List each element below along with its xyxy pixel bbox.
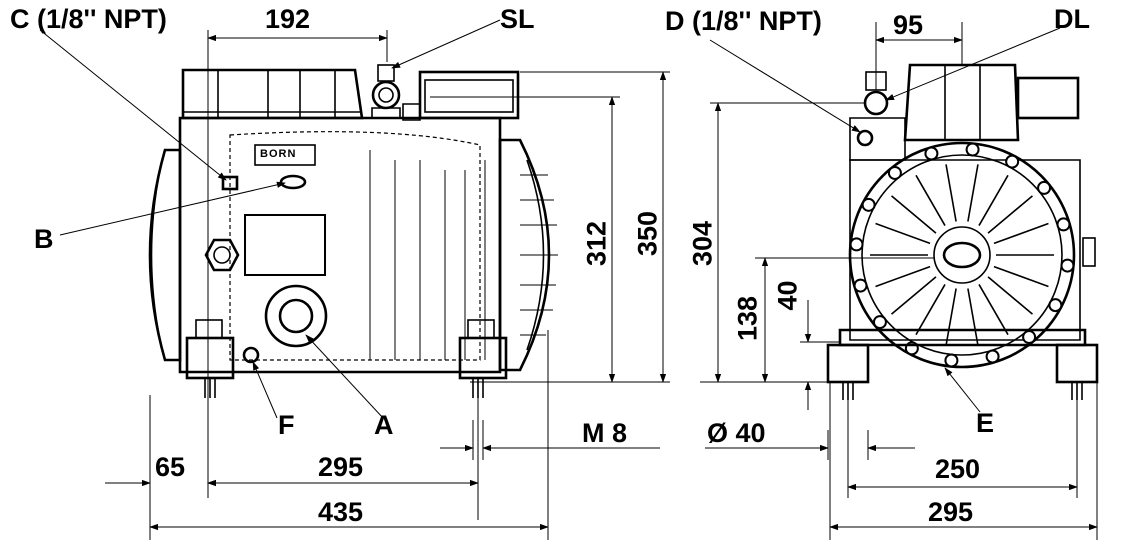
- cover-rib: [967, 288, 979, 346]
- dim-thread-m8: M 8: [582, 418, 628, 448]
- end-bell-right: [498, 138, 551, 372]
- cover-bolt: [849, 237, 864, 252]
- side-view: [148, 64, 558, 398]
- cover-bolt: [872, 315, 887, 330]
- cover-bolts: [849, 142, 1075, 368]
- dim-w-65: 65: [155, 452, 186, 482]
- cover-bolt: [887, 165, 902, 180]
- leader-A: [305, 334, 384, 419]
- nameplate-badge: [254, 144, 316, 166]
- cover-bolt: [1056, 217, 1071, 232]
- end-foot-left: [826, 343, 870, 384]
- dim-h-304: 304: [687, 220, 718, 267]
- cover-rib: [875, 265, 931, 288]
- port-D: [856, 129, 874, 147]
- callout-c-port: C (1/8'' NPT): [10, 4, 167, 34]
- port-B: [279, 174, 307, 190]
- port-C: [221, 175, 239, 191]
- end-view-head: [903, 63, 1020, 142]
- cover-rib: [915, 284, 946, 336]
- discharge-valve-DL: [863, 90, 889, 116]
- cover-bolt: [1022, 330, 1037, 345]
- cover-bolt: [944, 353, 959, 368]
- cover-rib: [978, 284, 1009, 336]
- oil-sight-glass-A: [264, 284, 328, 348]
- cover-bolt: [861, 197, 876, 212]
- cover-bolt: [1060, 258, 1075, 273]
- cylinder-head: [181, 68, 364, 120]
- cover-bolt: [1037, 180, 1052, 195]
- port-F: [242, 346, 260, 364]
- nameplate-text: BORN: [260, 148, 297, 160]
- cover-rib: [967, 164, 979, 222]
- cover-rib: [978, 174, 1009, 226]
- cover-rib: [987, 195, 1033, 234]
- sight-plate: [244, 214, 326, 276]
- callout-sl: SL: [500, 4, 535, 34]
- cover-rib: [945, 164, 957, 222]
- cover-bolt: [924, 146, 939, 161]
- dim-h-40: 40: [772, 280, 803, 311]
- motor-cover: [848, 141, 1076, 369]
- cover-bolt: [985, 349, 1000, 364]
- dim-w-295-right: 295: [928, 497, 974, 527]
- motor-end-left: [148, 148, 182, 362]
- terminal-box: [418, 70, 520, 120]
- hex-plug-left: [204, 238, 240, 272]
- callout-dl: DL: [1054, 4, 1090, 34]
- end-foot-right: [1055, 343, 1099, 384]
- leader-SL: [391, 19, 501, 69]
- end-view-dimensions: [700, 22, 1098, 540]
- side-view-dimensions: [39, 19, 670, 540]
- dim-h-350: 350: [632, 210, 663, 257]
- callout-b: B: [34, 224, 54, 254]
- end-view: [826, 63, 1099, 400]
- dim-w-295-left: 295: [318, 452, 364, 482]
- suction-valve-SL: [371, 80, 401, 110]
- center-logo: [942, 241, 982, 269]
- crankcase-body: [178, 116, 502, 374]
- callout-d-port: D (1/8'' NPT): [665, 6, 822, 36]
- dim-w-250: 250: [935, 454, 981, 484]
- leader-C: [39, 29, 227, 181]
- callout-e: E: [976, 408, 995, 438]
- leader-D: [709, 39, 861, 133]
- cover-rib: [891, 195, 937, 234]
- cover-rib: [993, 265, 1049, 288]
- leader-DL: [885, 27, 1061, 101]
- cover-rib: [987, 276, 1033, 315]
- leader-F: [252, 361, 278, 419]
- cover-rib: [945, 288, 957, 346]
- cover-rib: [875, 222, 931, 245]
- dim-w-435: 435: [318, 497, 364, 527]
- dim-top-95: 95: [893, 10, 924, 40]
- cover-bolt: [853, 278, 868, 293]
- cover-bolt: [1005, 154, 1020, 169]
- cover-rib: [915, 174, 946, 226]
- dim-h-138: 138: [732, 295, 763, 342]
- leader-E: [944, 367, 981, 413]
- dim-h-312: 312: [581, 220, 612, 267]
- leader-B: [59, 181, 286, 236]
- cover-ribs: [870, 164, 1054, 346]
- callout-a: A: [374, 410, 394, 440]
- cover-rib: [993, 222, 1049, 245]
- cover-rib: [891, 276, 937, 315]
- end-terminal-box: [1016, 76, 1080, 120]
- dim-top-192: 192: [265, 4, 311, 34]
- callout-f: F: [278, 410, 295, 440]
- cover-bolt: [965, 142, 980, 157]
- cover-bolt: [1048, 298, 1063, 313]
- dim-dia-40: Ø 40: [707, 418, 766, 448]
